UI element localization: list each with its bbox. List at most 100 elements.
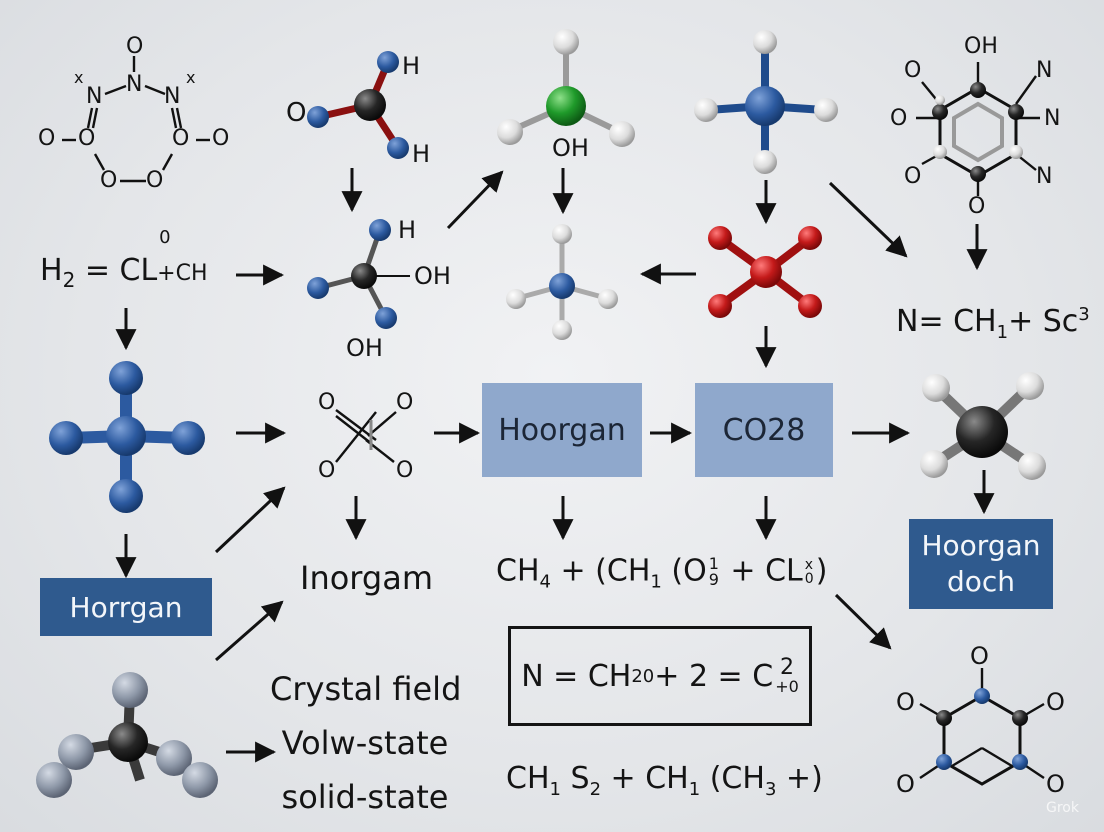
atom-icon xyxy=(109,361,143,395)
red-molecule xyxy=(708,226,822,318)
atom-icon xyxy=(1016,372,1044,400)
oxalate-bonds xyxy=(335,409,397,463)
oxalate-o4: O xyxy=(396,458,414,483)
atom-icon xyxy=(506,289,526,309)
arrow-icon xyxy=(834,593,892,650)
atom-icon xyxy=(546,86,586,126)
atom-icon xyxy=(375,307,397,329)
arrow-icon xyxy=(215,600,284,662)
hex-n3: N xyxy=(1036,164,1053,189)
ring-o6: O xyxy=(146,168,164,193)
arrows xyxy=(115,168,995,763)
ring-n-left: N xyxy=(86,84,103,109)
atom-icon xyxy=(708,226,732,250)
atom-icon xyxy=(753,30,777,54)
atom-icon xyxy=(920,450,948,478)
atom-icon xyxy=(307,106,329,128)
crystal-field-label: Crystal field Volw-state solid-state xyxy=(270,670,462,816)
small-blue-molecule xyxy=(506,224,618,340)
atom-icon xyxy=(745,86,785,126)
atom-icon xyxy=(598,289,618,309)
hex-o3: O xyxy=(904,164,922,189)
atom-icon xyxy=(171,421,205,455)
atom-icon xyxy=(609,121,635,147)
hex-ring-molecule xyxy=(916,62,1040,196)
hex-oh: OH xyxy=(964,34,998,59)
atom-icon xyxy=(814,98,838,122)
equation-bottom: CH1 S2 + CH1 (CH3 +) xyxy=(506,761,823,800)
hex-n1: N xyxy=(1036,58,1053,83)
atom-icon xyxy=(798,226,822,250)
dark-tetra-molecule xyxy=(920,372,1046,480)
green-molecule xyxy=(497,29,635,147)
atom-icon xyxy=(553,29,579,55)
equation-n-ch-sc: N= CH1+ Sc3 xyxy=(896,304,1090,343)
oxalate-o3: O xyxy=(318,458,336,483)
methanol-h1: H xyxy=(402,52,421,80)
hoorgan-box: Hoorgan xyxy=(482,383,642,477)
atom-icon xyxy=(307,277,329,299)
bottom-ring-o-top: O xyxy=(970,642,989,670)
ring-o1: O xyxy=(38,126,56,151)
atom-icon xyxy=(694,98,718,122)
gray-tetra-molecule xyxy=(36,672,218,798)
ring-o5: O xyxy=(100,168,118,193)
atom-icon xyxy=(798,294,822,318)
hex-o4: O xyxy=(968,194,986,219)
atom-icon xyxy=(49,421,83,455)
atom-icon xyxy=(552,320,572,340)
inorgam-label: Inorgam xyxy=(300,559,433,597)
co28-box: CO28 xyxy=(695,383,833,477)
bottom-ring-o-bl: O xyxy=(896,770,915,798)
atom-icon xyxy=(156,740,192,776)
atom-icon xyxy=(106,416,146,456)
ring-o3: O xyxy=(172,126,190,151)
atom-icon xyxy=(109,479,143,513)
branch-oh1: OH xyxy=(414,262,451,290)
arrow-icon xyxy=(214,486,286,554)
atom-icon xyxy=(112,672,148,708)
oxalate-o2: O xyxy=(396,390,414,415)
bottom-ring-o-br: O xyxy=(1046,770,1065,798)
branch-h: H xyxy=(398,216,417,244)
atom-icon xyxy=(497,119,523,145)
atom-icon xyxy=(1018,452,1046,480)
blue-cross-molecule xyxy=(49,361,205,513)
atom-icon xyxy=(108,722,148,762)
atom-icon xyxy=(58,734,94,770)
atom-icon xyxy=(36,762,72,798)
atom-icon xyxy=(182,762,218,798)
methanol-molecule xyxy=(307,51,409,159)
methanol-h2: H xyxy=(412,140,431,168)
atom-icon xyxy=(377,51,399,73)
atom-icon xyxy=(753,150,777,174)
watermark: Grok xyxy=(1046,800,1079,816)
ring-o2: O xyxy=(78,126,96,151)
branch-oh2: OH xyxy=(346,334,383,362)
hex-o2: O xyxy=(890,106,908,131)
ring-x-right: x xyxy=(186,68,196,87)
ring-o-top: O xyxy=(126,34,144,59)
branch-molecule xyxy=(307,219,410,329)
atom-icon xyxy=(922,374,950,402)
ring-n-right: N xyxy=(164,84,181,109)
atom-icon xyxy=(354,89,386,121)
atom-icon xyxy=(351,263,377,289)
bottom-ring-o-right: O xyxy=(1046,688,1065,716)
atom-icon xyxy=(708,294,732,318)
arrow-icon xyxy=(828,181,908,258)
hoorgan-doch-box: Hoorgan doch xyxy=(909,519,1053,609)
atom-icon xyxy=(387,137,409,159)
ring-x-left: x xyxy=(74,68,84,87)
hex-o1: O xyxy=(904,58,922,83)
bottom-ring-o-left: O xyxy=(896,688,915,716)
atom-icon xyxy=(552,224,572,244)
green-oh: OH xyxy=(552,134,589,162)
oxalate-o1: O xyxy=(318,390,336,415)
methanol-o: O xyxy=(286,98,307,128)
